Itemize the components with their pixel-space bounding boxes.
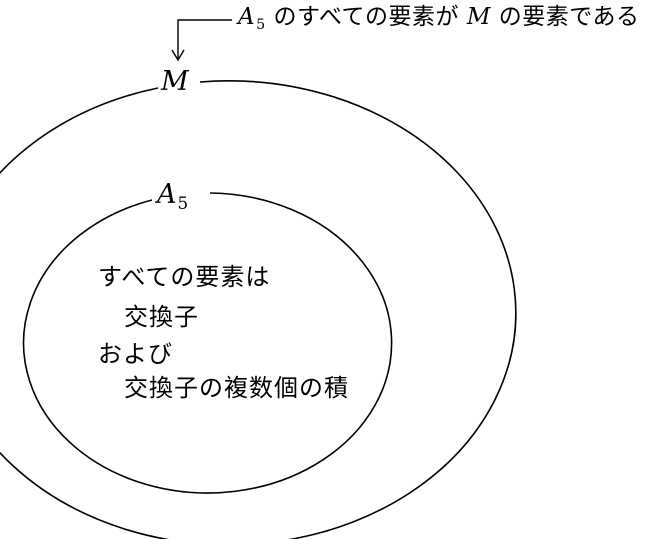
- subset-annotation: A5 のすべての要素が M の要素である: [238, 4, 640, 33]
- outer-set-boundary: [0, 80, 517, 539]
- inner-text-line-4: 交換子の複数個の積: [124, 374, 349, 402]
- annotation-text-2: の要素である: [498, 4, 640, 30]
- outer-set-label: M: [161, 66, 189, 97]
- inner-text-line-3: および: [98, 340, 173, 368]
- inner-set-label: A5: [157, 179, 189, 213]
- annotation-text-1: のすべての要素が: [273, 4, 459, 30]
- annotation-set-a: A5: [238, 4, 266, 33]
- annotation-leader-line: [177, 19, 232, 58]
- annotation-set-m: M: [466, 4, 491, 30]
- inner-text-line-2: 交換子: [124, 303, 199, 331]
- arrow-head-icon: [171, 49, 185, 62]
- inner-set-boundary: [22, 192, 393, 494]
- inner-text-line-1: すべての要素は: [98, 263, 271, 291]
